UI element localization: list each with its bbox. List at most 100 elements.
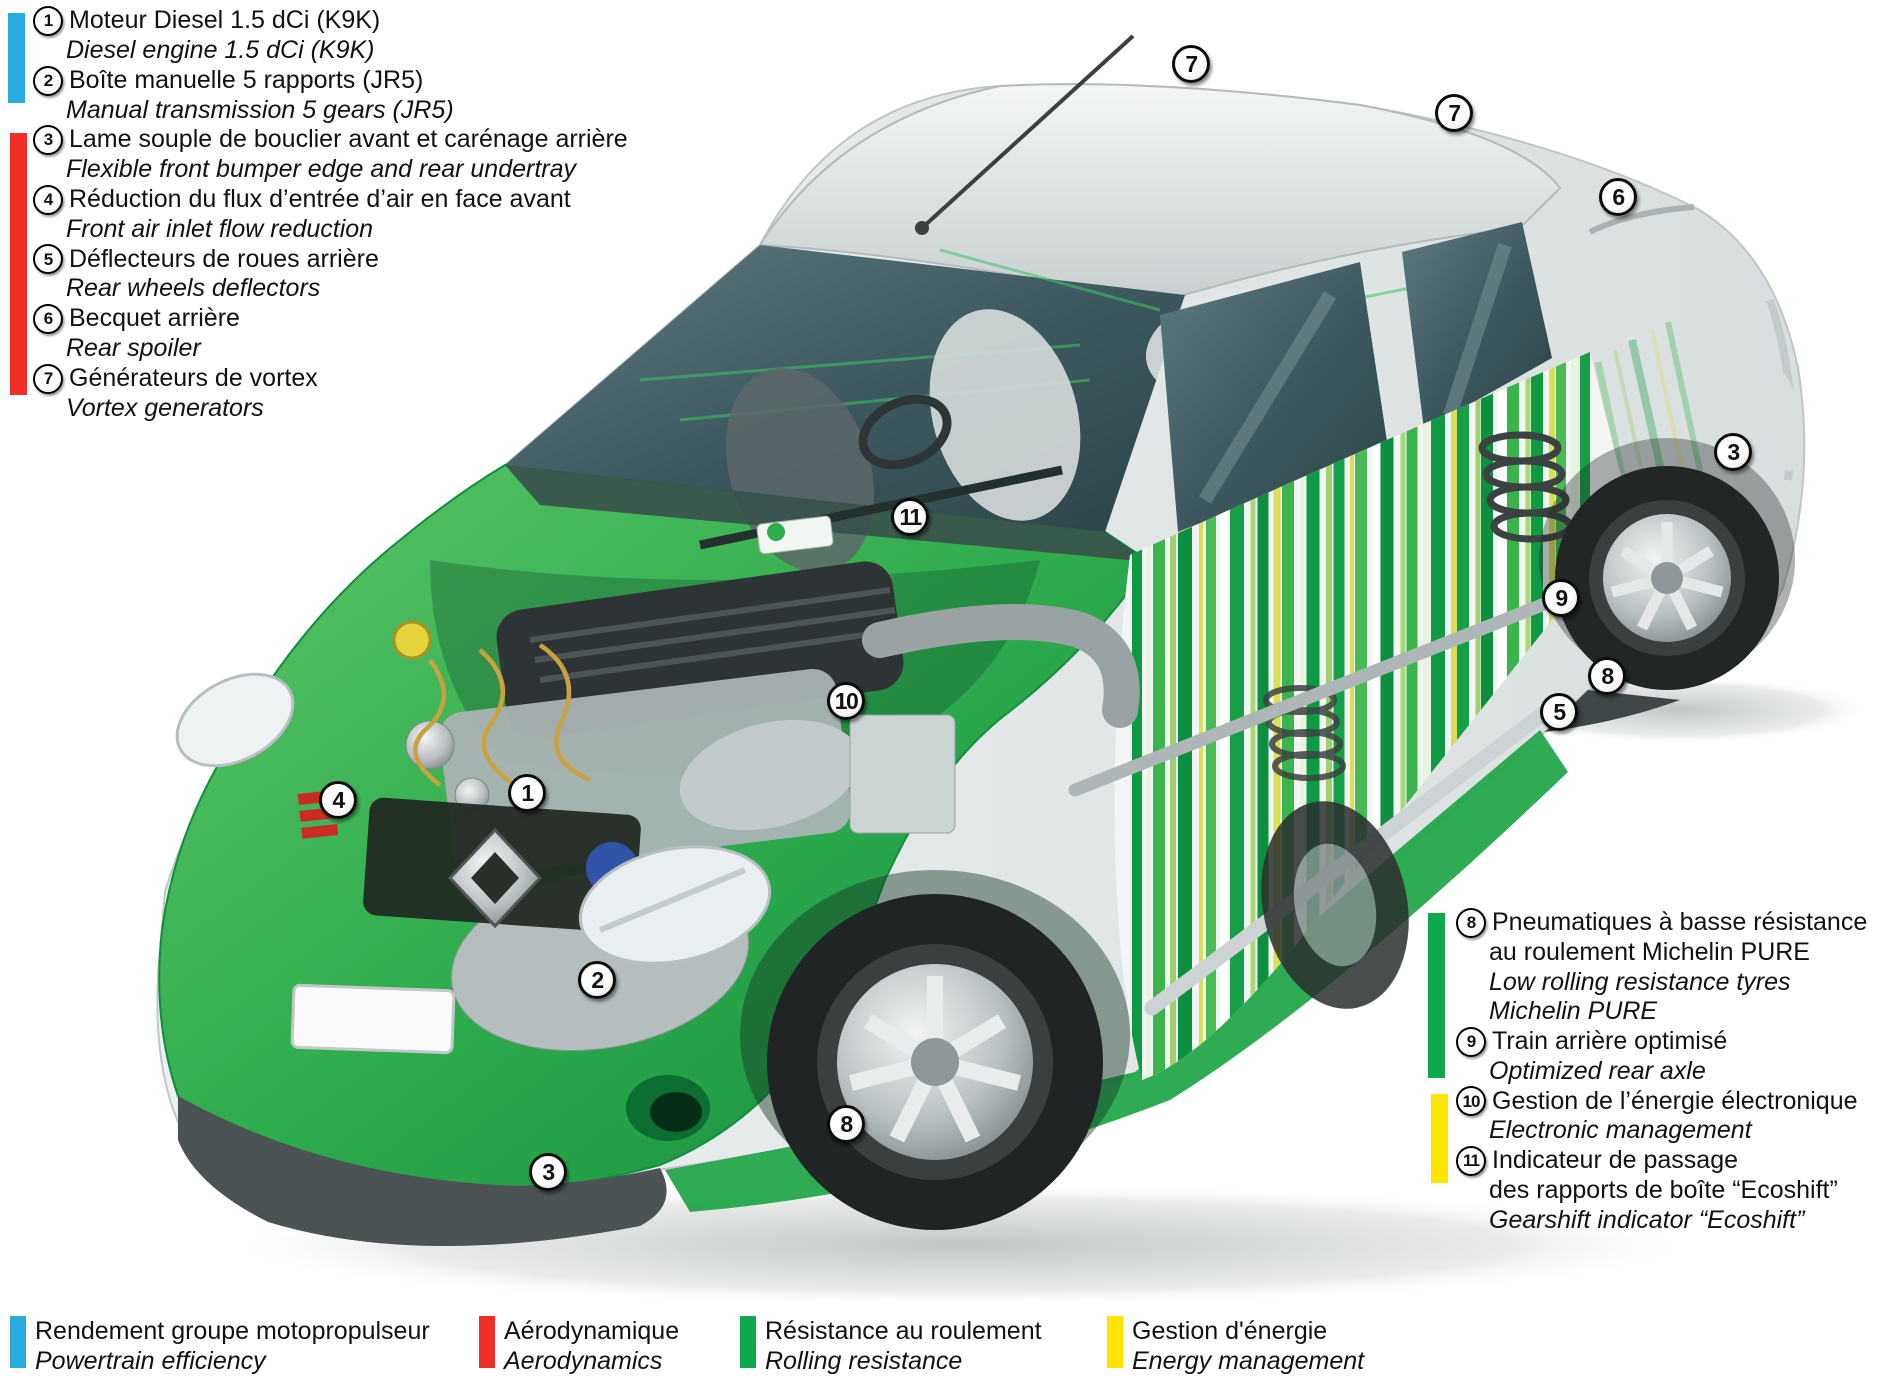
item-10-fr1: Gestion de l’énergie électronique [1492, 1086, 1858, 1115]
energy-color-bar [1431, 1094, 1448, 1183]
item-11-fr1: Indicateur de passage [1492, 1146, 1739, 1175]
callout-11-gearshift-indicator: 11 [891, 498, 929, 536]
item-10-badge: 10 [1456, 1086, 1486, 1117]
item-2-badge: 2 [33, 65, 63, 96]
license-plate [290, 983, 456, 1055]
callout-8-front-tyre: 8 [827, 1105, 865, 1143]
item-3-en: Flexible front bumper edge and rear unde… [66, 155, 577, 184]
category-energy-management-fr: Gestion d'énergie [1132, 1317, 1328, 1345]
antenna [920, 34, 1135, 230]
category-powertrain: Rendement groupe motopropulseur Powertra… [10, 1316, 430, 1376]
energy-management-swatch [1107, 1316, 1123, 1368]
renault-diamond-badge [447, 827, 543, 929]
green-sill [665, 730, 1568, 1212]
item-11-en1: Gearshift indicator “Ecoshift” [1489, 1205, 1805, 1234]
item-4-badge: 4 [33, 184, 63, 215]
legend-item-5: 5 Déflecteurs de roues arrière [33, 244, 628, 275]
legend-item-8: 8 Pneumatiques à basse résistance [1456, 908, 1867, 938]
item-1-en: Diesel engine 1.5 dCi (K9K) [66, 36, 375, 64]
item-8-fr2: au roulement Michelin PURE [1489, 938, 1810, 966]
item-11-badge: 11 [1456, 1145, 1486, 1176]
item-6-badge: 6 [33, 303, 63, 334]
rear-wheel [1539, 438, 1795, 690]
item-6-en: Rear spoiler [66, 333, 201, 362]
item-5-en: Rear wheels deflectors [66, 274, 321, 303]
rear-details [1545, 204, 1802, 732]
item-4-en: Front air inlet flow reduction [66, 214, 374, 243]
callout-3-rear-undertray: 3 [1714, 433, 1752, 471]
item-3-badge: 3 [33, 125, 63, 156]
item-7-fr: Générateurs de vortex [69, 363, 318, 392]
item-1-badge: 1 [33, 6, 63, 36]
callout-1-diesel-engine: 1 [508, 774, 546, 812]
item-1-fr: Moteur Diesel 1.5 dCi (K9K) [69, 6, 381, 35]
legend-item-3: 3 Lame souple de bouclier avant et carén… [33, 125, 628, 156]
callout-7-roof-rear: 7 [1435, 94, 1473, 132]
powertrain-color-bar [8, 13, 25, 103]
category-aerodynamics: Aérodynamique Aerodynamics [479, 1316, 679, 1376]
rear-axle [1068, 575, 1607, 797]
callout-9-rear-axle: 9 [1542, 579, 1580, 617]
callout-4-air-inlet: 4 [319, 781, 357, 819]
item-7-badge: 7 [33, 363, 63, 394]
legend-item-2: 2 Boîte manuelle 5 rapports (JR5) [33, 65, 628, 96]
callout-8-rear-tyre: 8 [1588, 657, 1626, 695]
front-bumper-lip [178, 1096, 667, 1247]
legend-item-11: 11 Indicateur de passage [1456, 1145, 1867, 1176]
legend-right: 8 Pneumatiques à basse résistance au rou… [1456, 908, 1867, 1235]
callout-3-front-bumper-lip: 3 [529, 1153, 567, 1191]
far-front-suspension [1261, 685, 1409, 1009]
aero-color-bar [10, 133, 27, 395]
legend-item-10: 10 Gestion de l’énergie électronique [1456, 1086, 1867, 1117]
item-5-fr: Déflecteurs de roues arrière [69, 244, 379, 273]
item-5-badge: 5 [33, 244, 63, 275]
category-energy-management-en: Energy management [1132, 1347, 1365, 1375]
callout-7-roof-front: 7 [1172, 45, 1210, 83]
category-powertrain-fr: Rendement groupe motopropulseur [35, 1317, 430, 1345]
category-aerodynamics-en: Aerodynamics [504, 1347, 663, 1375]
item-2-en: Manual transmission 5 gears (JR5) [66, 95, 454, 124]
legend-item-4: 4 Réduction du flux d’entrée d’air en fa… [33, 184, 628, 215]
glass-reflections [1199, 242, 1512, 504]
aerodynamics-swatch [479, 1316, 495, 1368]
item-3-fr: Lame souple de bouclier avant et carénag… [69, 125, 628, 154]
item-9-en1: Optimized rear axle [1489, 1056, 1706, 1085]
category-rolling-resistance-en: Rolling resistance [765, 1347, 963, 1375]
item-8-en2: Michelin PURE [1489, 997, 1658, 1026]
right-headlight [578, 845, 772, 965]
callout-2-gearbox: 2 [578, 961, 616, 999]
category-rolling-resistance: Résistance au roulement Rolling resistan… [740, 1316, 1042, 1376]
item-9-fr1: Train arrière optimisé [1492, 1026, 1728, 1055]
powertrain-swatch [10, 1316, 26, 1368]
category-powertrain-en: Powertrain efficiency [35, 1347, 266, 1375]
rear-suspension-spring [1478, 431, 1574, 543]
item-8-en1: Low rolling resistance tyres [1489, 967, 1791, 996]
item-2-fr: Boîte manuelle 5 rapports (JR5) [69, 65, 424, 94]
legend-item-9: 9 Train arrière optimisé [1456, 1026, 1867, 1057]
item-4-fr: Réduction du flux d’entrée d’air en face… [69, 184, 571, 213]
legend-item-1: 1 Moteur Diesel 1.5 dCi (K9K) [33, 6, 628, 36]
front-face [175, 672, 772, 1055]
category-energy-management: Gestion d'énergie Energy management [1107, 1316, 1364, 1376]
front-wheel [740, 870, 1130, 1230]
left-headlight [175, 672, 295, 768]
rolling-color-bar [1428, 913, 1445, 1078]
item-8-badge: 8 [1456, 908, 1486, 938]
callout-10-energy-management: 10 [827, 682, 865, 720]
legend-left: 1 Moteur Diesel 1.5 dCi (K9K) Diesel eng… [33, 6, 628, 423]
legend-item-7: 7 Générateurs de vortex [33, 363, 628, 394]
category-aerodynamics-fr: Aérodynamique [504, 1317, 680, 1345]
item-11-fr2: des rapports de boîte “Ecoshift” [1489, 1175, 1838, 1204]
rolling-resistance-swatch [740, 1316, 756, 1368]
callout-5-wheel-deflector: 5 [1540, 693, 1578, 731]
item-6-fr: Becquet arrière [69, 304, 240, 333]
legend-item-6: 6 Becquet arrière [33, 303, 628, 334]
item-10-en1: Electronic management [1489, 1116, 1752, 1145]
item-9-badge: 9 [1456, 1026, 1486, 1057]
cowl-panel [505, 465, 1150, 562]
category-rolling-resistance-fr: Résistance au roulement [765, 1317, 1042, 1345]
item-7-en: Vortex generators [66, 393, 264, 422]
callout-6-rear-spoiler: 6 [1599, 178, 1637, 216]
